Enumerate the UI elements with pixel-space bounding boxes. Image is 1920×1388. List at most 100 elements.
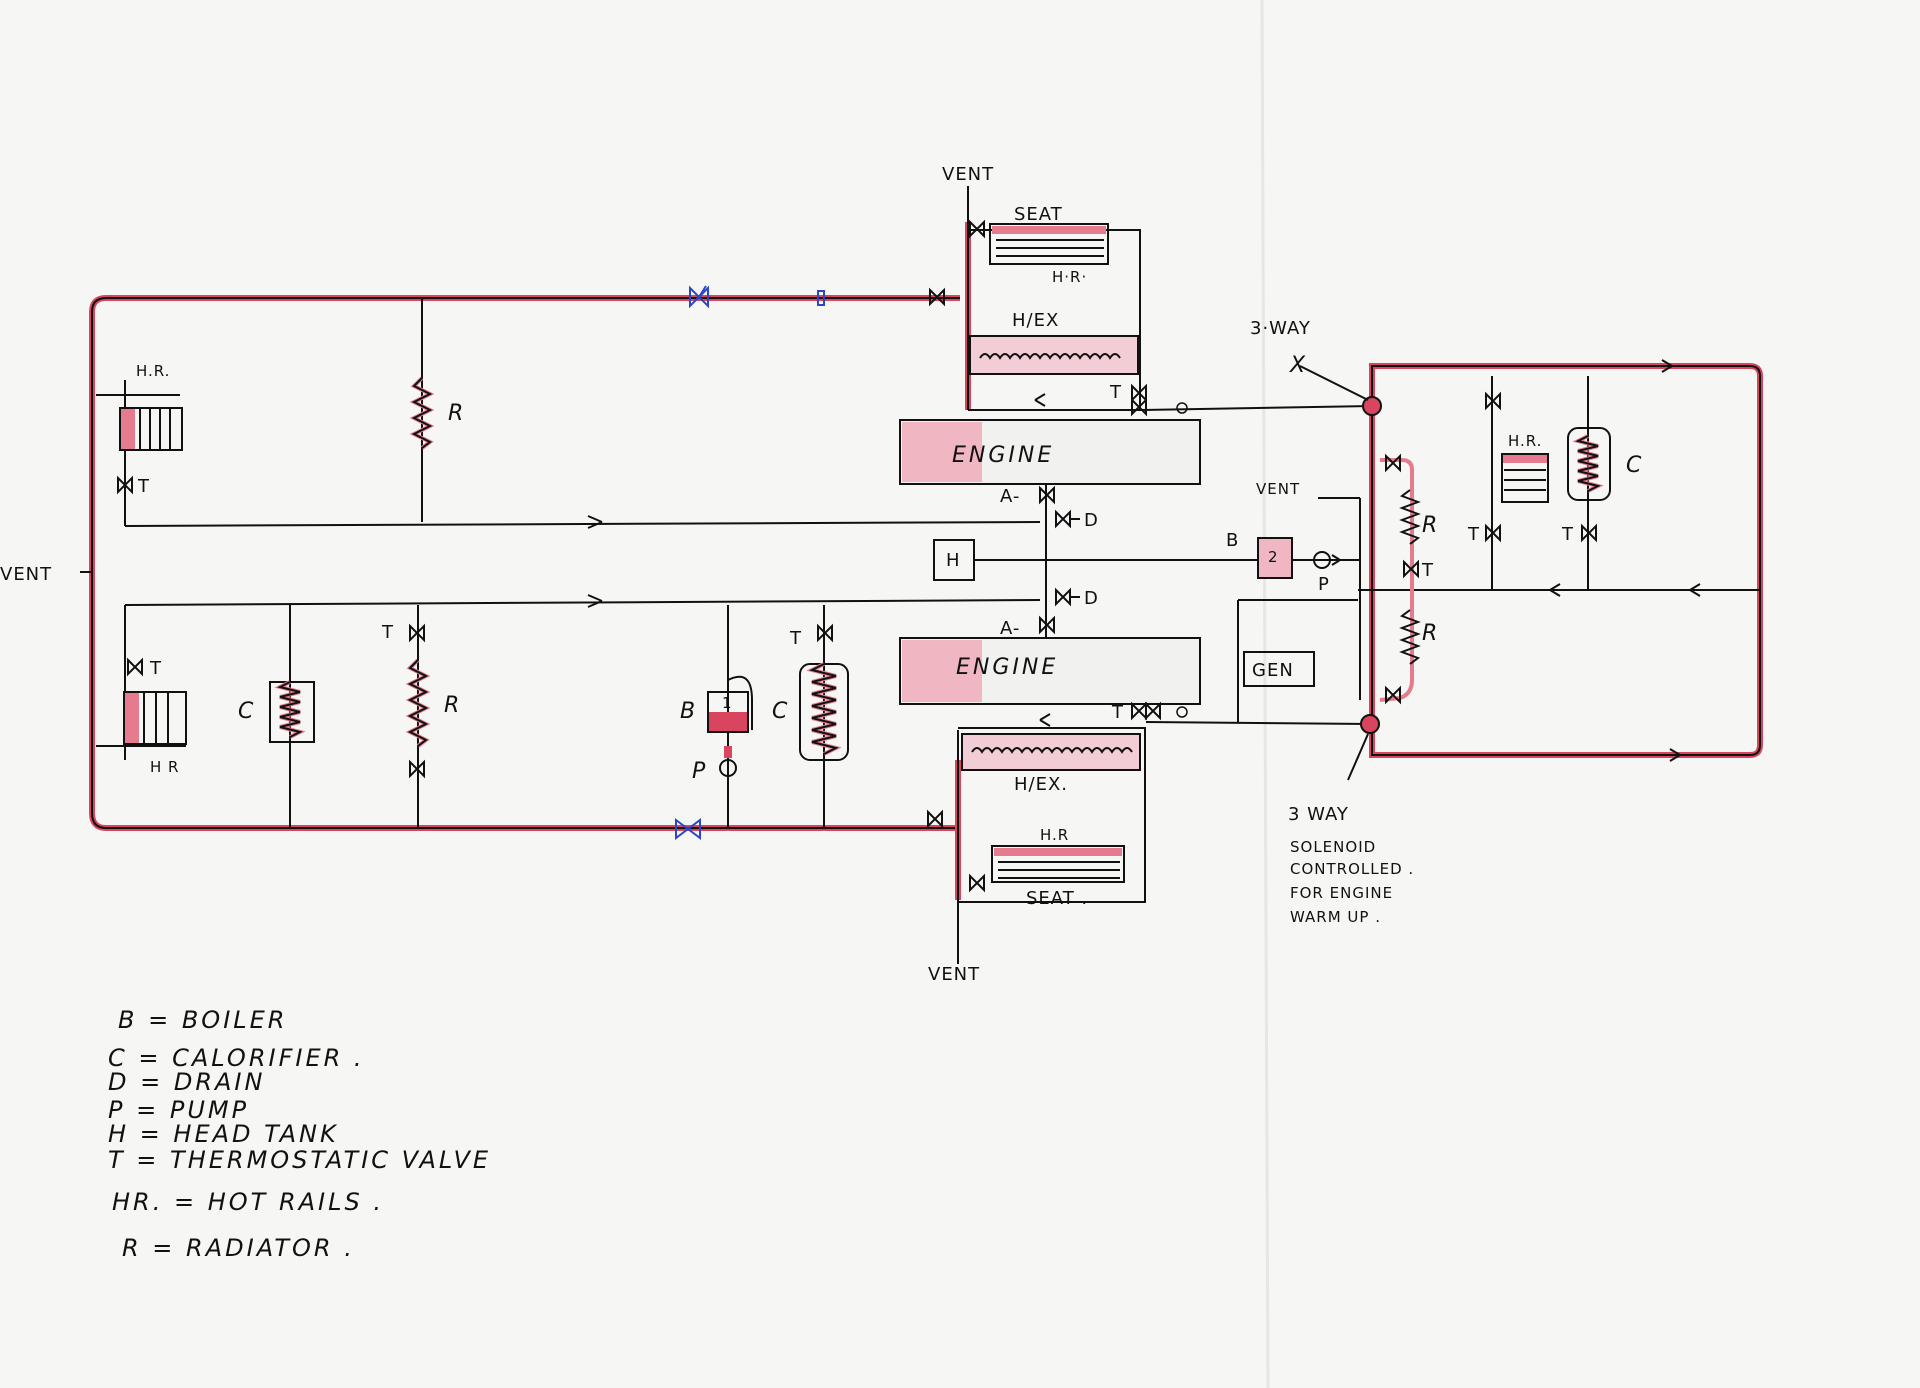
tv-hex-bottom bbox=[1131, 701, 1161, 721]
d-label-bottom: D bbox=[1084, 588, 1099, 609]
engine-bottom bbox=[899, 637, 1201, 705]
c-label-left: C bbox=[238, 699, 256, 724]
t-label-rad-left-bottom: T bbox=[381, 622, 394, 643]
three-way-valve-top bbox=[1362, 396, 1382, 416]
boiler-2 bbox=[1257, 537, 1360, 579]
a-label-top: A- bbox=[1000, 486, 1020, 507]
a-label-bottom: A- bbox=[1000, 618, 1020, 639]
port-hex-top bbox=[1176, 402, 1188, 414]
hot-rails-left-top bbox=[96, 394, 183, 451]
t-label-hr-right: T bbox=[1467, 524, 1480, 545]
hr-left-top-label: H.R. bbox=[136, 362, 170, 380]
solenoid-line-3: FOR ENGINE bbox=[1290, 884, 1393, 902]
three-way-top-label: 3·WAY bbox=[1250, 318, 1311, 339]
hr-seat-bottom-label: H.R bbox=[1040, 826, 1069, 844]
left-circuit bbox=[89, 295, 1041, 831]
generator bbox=[1243, 651, 1315, 687]
legend-item-radiator: R = RADIATOR . bbox=[122, 1234, 355, 1262]
t-label-left-top: T bbox=[137, 476, 150, 497]
hex-bottom-label: H/EX. bbox=[1014, 774, 1068, 795]
t-label-hex-bottom: T bbox=[1111, 702, 1124, 723]
valve-a-bottom bbox=[1039, 615, 1055, 635]
pump-left bbox=[719, 746, 737, 777]
p-label-right: P bbox=[1318, 574, 1330, 595]
seat-top-label: SEAT bbox=[1014, 204, 1063, 225]
valve-riser-top bbox=[929, 287, 945, 307]
b-label-boiler-2: B bbox=[1226, 530, 1239, 551]
valve-seat-bottom bbox=[969, 873, 985, 893]
b-label-boiler-1: B bbox=[680, 699, 698, 724]
d-label-top: D bbox=[1084, 510, 1099, 531]
port-hex-bottom bbox=[1176, 706, 1188, 718]
tv-right-mid bbox=[1403, 559, 1419, 579]
three-way-valve-bottom bbox=[1360, 714, 1380, 734]
tv-left-bottom bbox=[127, 657, 143, 677]
solenoid-note: SOLENOID CONTROLLED . FOR ENGINE WARM UP… bbox=[1290, 838, 1414, 926]
three-way-bottom-label: 3 WAY bbox=[1288, 804, 1349, 825]
t-label-cal-right: T bbox=[1561, 524, 1574, 545]
radiator-left-bottom bbox=[405, 623, 431, 779]
r-label-left-top: R bbox=[448, 401, 466, 426]
drain-top bbox=[1055, 509, 1080, 529]
valve-riser-bottom bbox=[927, 809, 943, 829]
paper-fold bbox=[1260, 0, 1270, 1388]
blue-valve-top bbox=[689, 285, 709, 309]
hr-seat-top-label: H·R· bbox=[1052, 268, 1087, 286]
calorifier-mid bbox=[799, 623, 849, 761]
calorifier-right bbox=[1567, 427, 1611, 543]
gen-label: GEN bbox=[1252, 660, 1294, 681]
hot-rails-seat-top bbox=[989, 223, 1109, 265]
legend-item-drain: D = DRAIN bbox=[108, 1068, 265, 1096]
hot-rails-seat-bottom bbox=[991, 845, 1125, 883]
leader-3way-top bbox=[1299, 365, 1369, 401]
p-label-left: P bbox=[692, 759, 708, 784]
blue-marker bbox=[817, 290, 825, 306]
heat-exchanger-top bbox=[969, 335, 1139, 375]
radiator-right-upper bbox=[1385, 453, 1421, 545]
legend-item-pump: P = PUMP bbox=[108, 1096, 249, 1124]
vent-right-label: VENT bbox=[1256, 480, 1300, 498]
blue-valve-bottom bbox=[675, 818, 701, 840]
hot-rails-right bbox=[1485, 391, 1549, 543]
legend-item-hot-rails: HR. = HOT RAILS . bbox=[112, 1188, 384, 1216]
vent-top-label: VENT bbox=[942, 164, 994, 185]
flow-arrow-hex-top bbox=[1034, 393, 1046, 407]
c-label-mid: C bbox=[772, 699, 790, 724]
legend-item-calorifier: C = CALORIFIER . bbox=[108, 1044, 365, 1072]
leader-3way-bottom bbox=[1347, 733, 1369, 781]
valve-seat-top bbox=[969, 219, 985, 239]
hr-right-label: H.R. bbox=[1508, 432, 1542, 450]
right-circuit bbox=[1238, 359, 1763, 762]
legend-item-thermostatic-valve: T = THERMOSTATIC VALVE bbox=[108, 1146, 491, 1174]
hex-top-label: H/EX bbox=[1012, 310, 1059, 331]
t-label-cal-mid: T bbox=[789, 628, 802, 649]
t-label-right-mid: T bbox=[1421, 560, 1434, 581]
valve-a-top bbox=[1039, 485, 1055, 505]
solenoid-line-2: CONTROLLED . bbox=[1290, 860, 1414, 878]
pipe-hex-bottom-to-3way bbox=[1145, 721, 1371, 725]
r-label-right-lower: R bbox=[1422, 621, 1440, 646]
r-label-left-bottom: R bbox=[444, 693, 462, 718]
solenoid-line-4: WARM UP . bbox=[1290, 908, 1381, 926]
r-label-right-upper: R bbox=[1422, 513, 1440, 538]
heat-exchanger-bottom bbox=[961, 733, 1141, 771]
boiler-1 bbox=[707, 605, 753, 733]
pipe-hex-top-to-3way bbox=[1139, 405, 1373, 411]
c-label-right: C bbox=[1626, 453, 1644, 478]
radiator-left-top bbox=[409, 376, 435, 450]
legend-item-boiler: B = BOILER bbox=[118, 1006, 287, 1034]
three-way-x: X bbox=[1289, 353, 1308, 378]
solenoid-line-1: SOLENOID bbox=[1290, 838, 1376, 856]
hot-rails-left-bottom bbox=[96, 691, 187, 747]
t-label-hex-top: T bbox=[1109, 382, 1122, 403]
vent-left-label: VENT bbox=[0, 564, 52, 585]
drain-bottom bbox=[1055, 587, 1080, 607]
legend-item-head-tank: H = HEAD TANK bbox=[108, 1120, 339, 1148]
t-label-left-bottom: T bbox=[149, 658, 162, 679]
central-section bbox=[955, 186, 1146, 964]
engine-top bbox=[899, 419, 1201, 485]
flow-arrow-hex-bottom bbox=[1039, 713, 1051, 727]
pump-right bbox=[1313, 551, 1341, 569]
head-tank-label: H bbox=[946, 550, 961, 571]
legend: B = BOILER C = CALORIFIER . D = DRAIN P … bbox=[108, 1006, 491, 1262]
